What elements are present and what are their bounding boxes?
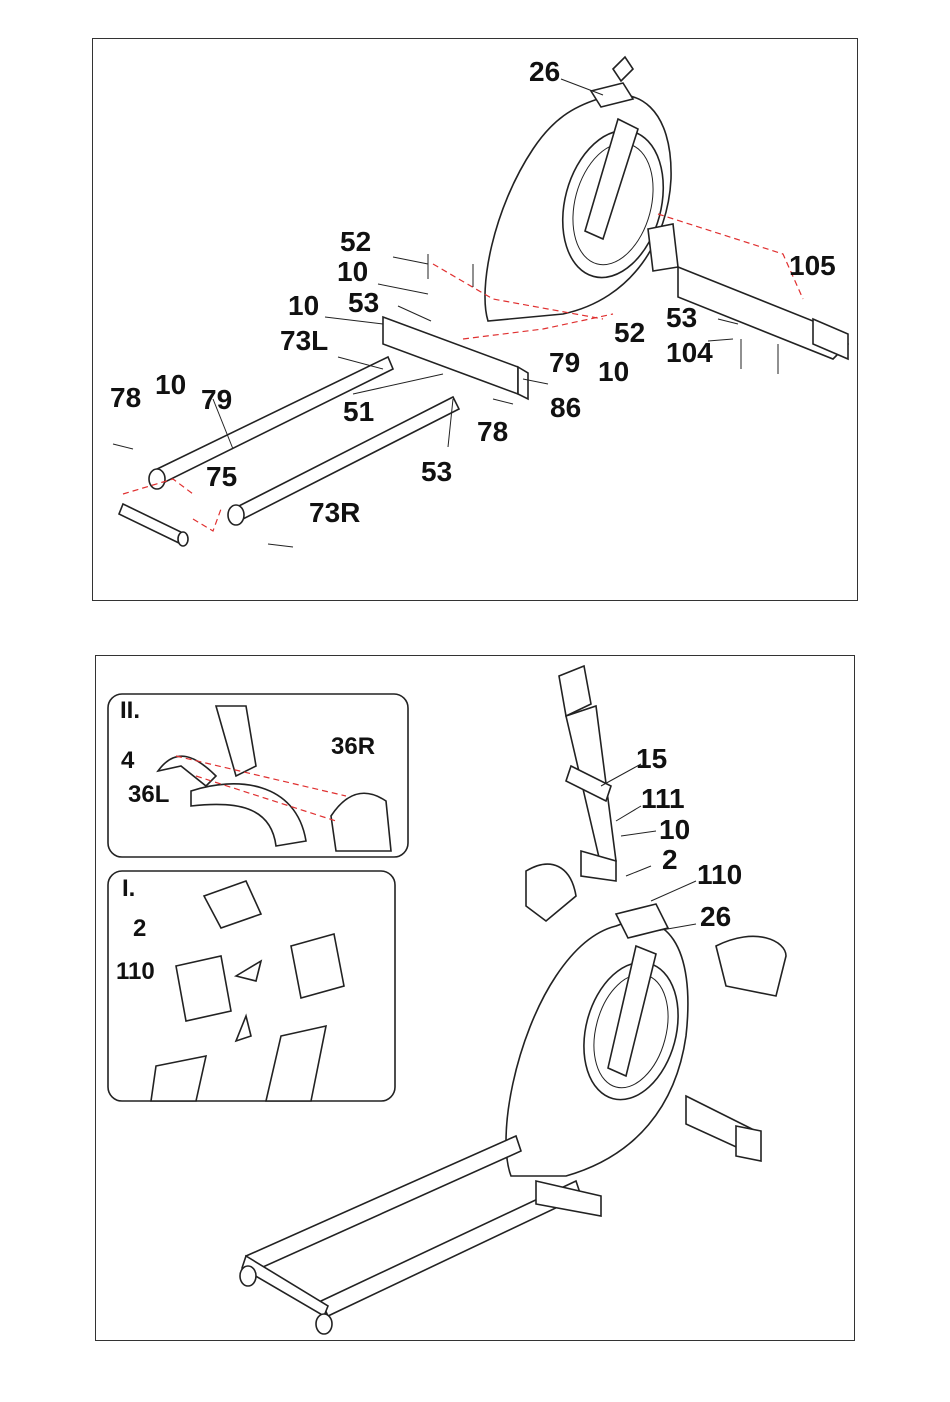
callout-78: 78 — [477, 416, 508, 447]
callout-51: 51 — [343, 396, 374, 427]
callout-52: 52 — [340, 226, 371, 257]
callout-53: 53 — [348, 287, 379, 318]
callout-10: 10 — [288, 290, 319, 321]
bottom-assembly-drawing: II. 4 36L 36R I. 2 110 — [96, 656, 856, 1342]
inset-ii: II. 4 36L 36R — [108, 694, 408, 857]
callout-110: 110 — [116, 958, 155, 985]
bottom-assembly-panel: II. 4 36L 36R I. 2 110 — [95, 655, 855, 1341]
callout-111: 111 — [641, 783, 685, 814]
callout-10: 10 — [598, 356, 629, 387]
callout-10: 10 — [155, 369, 186, 400]
callout-4: 4 — [121, 747, 135, 774]
callout-75: 75 — [206, 461, 237, 492]
callout-10: 10 — [337, 256, 368, 287]
callout-110: 110 — [697, 859, 742, 890]
callout-79: 79 — [201, 384, 232, 415]
callout-73R: 73R — [309, 497, 360, 528]
callout-78: 78 — [110, 382, 141, 413]
inset-i: I. 2 110 — [108, 871, 395, 1101]
callout-53: 53 — [666, 302, 697, 333]
callout-2: 2 — [133, 915, 146, 942]
crossbar-75 — [119, 504, 188, 546]
callout-73L: 73L — [280, 325, 328, 356]
top-assembly-drawing: 26 52 10 10 53 73L 105 53 52 104 79 10 7… — [93, 39, 859, 602]
callout-53: 53 — [421, 456, 452, 487]
callout-36R: 36R — [331, 733, 375, 760]
inset-i-title: I. — [122, 875, 135, 902]
callout-36L: 36L — [128, 781, 169, 808]
callout-79: 79 — [549, 347, 580, 378]
top-assembly-panel: 26 52 10 10 53 73L 105 53 52 104 79 10 7… — [92, 38, 858, 601]
callout-10: 10 — [659, 814, 690, 845]
callout-26: 26 — [529, 56, 560, 87]
callout-104: 104 — [666, 337, 713, 368]
flywheel-housing — [485, 57, 679, 321]
callout-86: 86 — [550, 392, 581, 423]
callout-2: 2 — [662, 844, 678, 875]
callout-15: 15 — [636, 743, 667, 774]
callout-105: 105 — [789, 250, 836, 281]
callout-52: 52 — [614, 317, 645, 348]
inset-ii-title: II. — [120, 697, 140, 724]
main-frame-bar — [383, 317, 528, 399]
callout-26: 26 — [700, 901, 731, 932]
